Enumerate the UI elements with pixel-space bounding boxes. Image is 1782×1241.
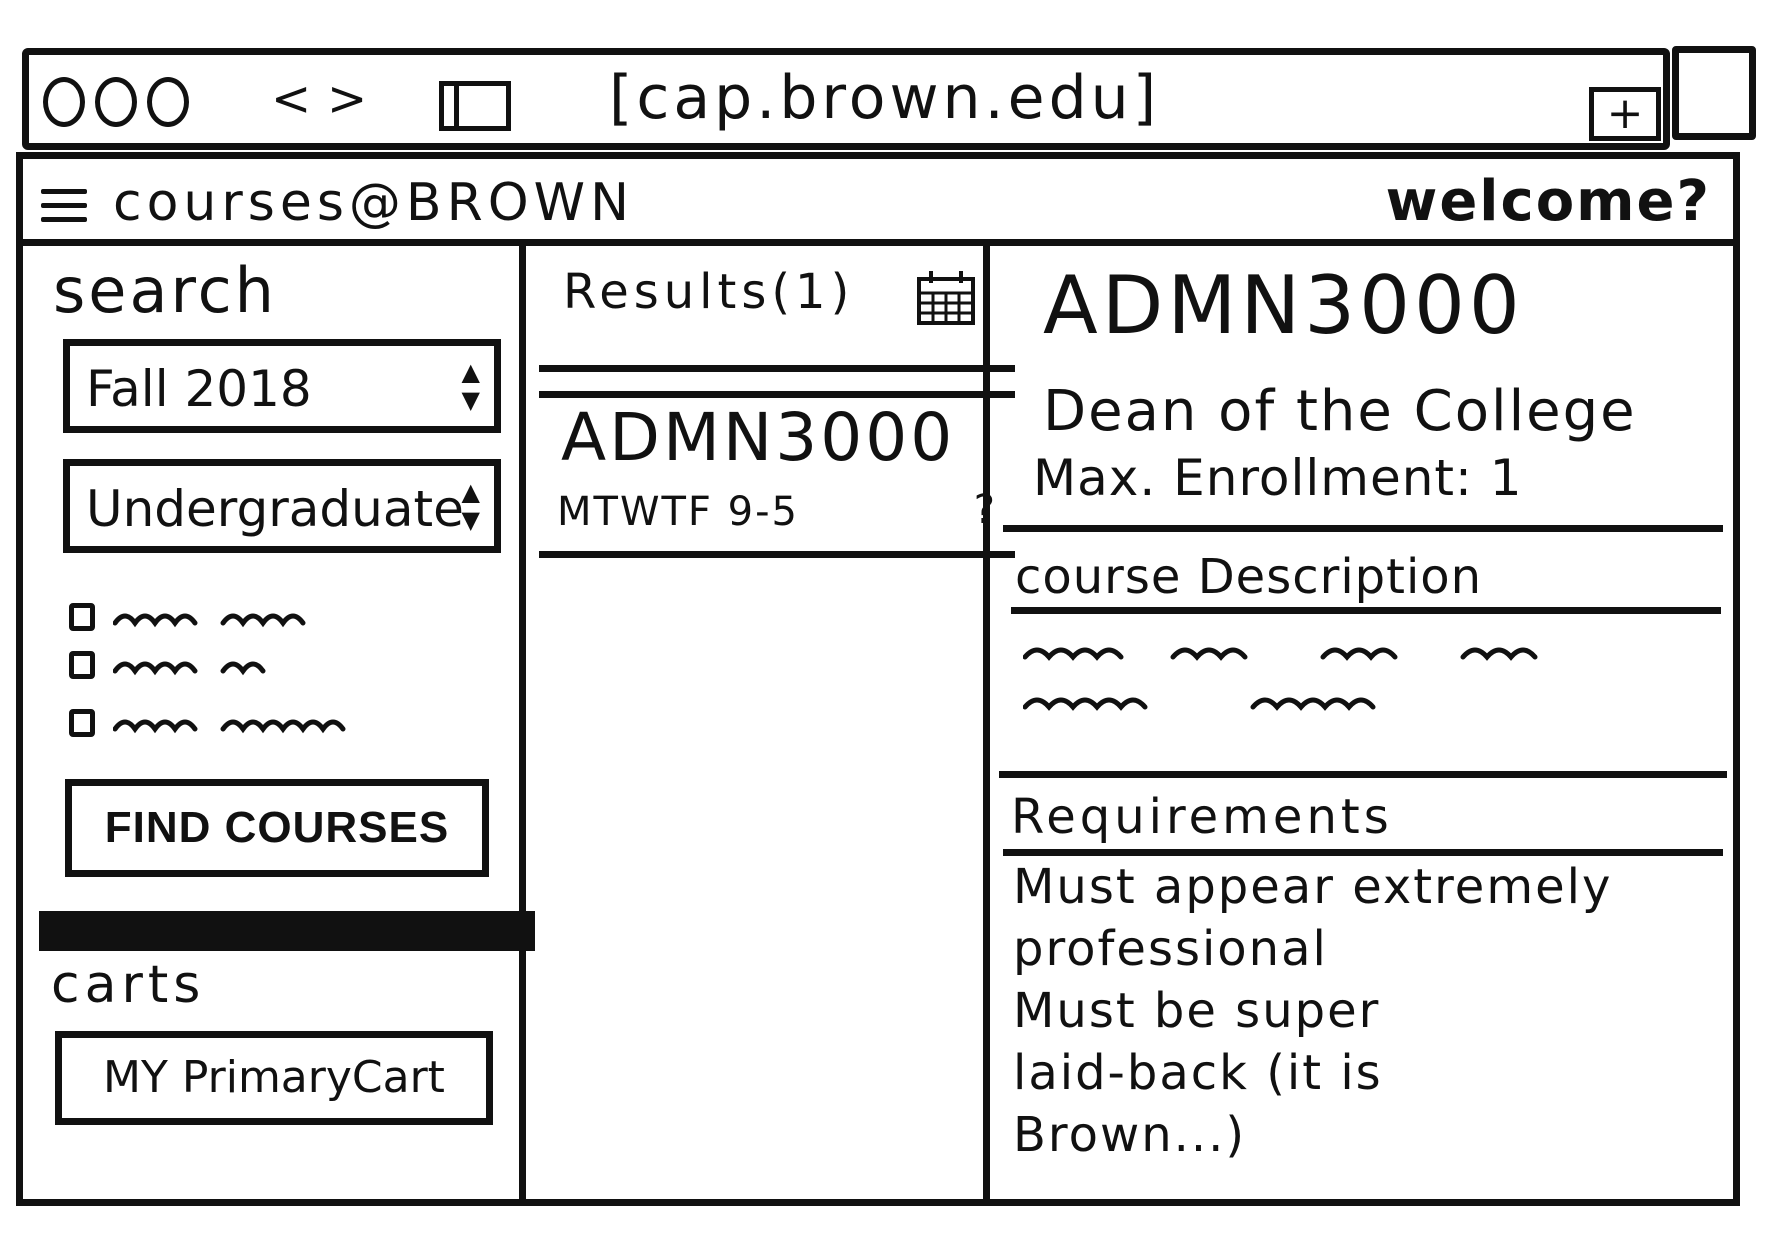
detail-max-enrollment: Max. Enrollment: 1 bbox=[1033, 449, 1523, 507]
results-heading: Results(1) bbox=[563, 264, 855, 320]
term-select-value: Fall 2018 bbox=[86, 360, 312, 418]
url-text: cap.brown.edu bbox=[636, 63, 1133, 133]
search-heading: search bbox=[53, 254, 277, 327]
placeholder-text-squiggle bbox=[113, 613, 306, 628]
window-maximize-control[interactable] bbox=[147, 77, 189, 127]
calendar-icon[interactable] bbox=[915, 269, 977, 327]
sidebar-toggle-icon[interactable] bbox=[439, 81, 511, 131]
divider bbox=[1003, 525, 1723, 532]
detail-department: Dean of the College bbox=[1043, 379, 1637, 444]
level-select-value: Undergraduate bbox=[86, 480, 464, 538]
browser-extra-tab[interactable] bbox=[1672, 46, 1756, 140]
app-title: courses@BROWN bbox=[113, 173, 634, 233]
new-tab-button[interactable]: + bbox=[1589, 87, 1661, 141]
result-meeting-time: MTWTF 9-5 bbox=[557, 489, 799, 535]
detail-course-code: ADMN3000 bbox=[1043, 259, 1524, 352]
browser-toolbar: < > [cap.brown.edu] + bbox=[22, 48, 1670, 150]
welcome-link[interactable]: welcome? bbox=[1385, 169, 1711, 234]
url-close-bracket: ] bbox=[1132, 63, 1161, 133]
requirement-line: Must appear extremely bbox=[1013, 859, 1613, 915]
select-arrows-icon: ▲▼ bbox=[461, 478, 480, 534]
term-select[interactable]: Fall 2018 ▲▼ bbox=[63, 339, 501, 433]
app-header: courses@BROWN welcome? bbox=[23, 159, 1733, 246]
carts-heading: carts bbox=[51, 955, 206, 1015]
divider bbox=[539, 551, 1015, 558]
url-open-bracket: [ bbox=[609, 63, 637, 133]
window-minimize-control[interactable] bbox=[95, 77, 137, 127]
select-arrows-icon: ▲▼ bbox=[461, 358, 480, 414]
requirement-line: Must be super bbox=[1013, 983, 1381, 1039]
divider bbox=[1011, 607, 1721, 614]
forward-icon[interactable]: > bbox=[327, 71, 368, 127]
requirement-line: Brown...) bbox=[1013, 1107, 1247, 1163]
find-courses-button[interactable]: FIND COURSES bbox=[65, 779, 489, 877]
app-window: courses@BROWN welcome? search Fall 2018 … bbox=[16, 152, 1740, 1206]
placeholder-text-squiggle bbox=[113, 719, 346, 734]
placeholder-text-squiggle bbox=[113, 661, 266, 676]
level-select[interactable]: Undergraduate ▲▼ bbox=[63, 459, 501, 553]
window-close-control[interactable] bbox=[43, 77, 85, 127]
divider bbox=[39, 911, 519, 918]
address-bar[interactable]: [cap.brown.edu] bbox=[609, 63, 1160, 133]
description-placeholder-squiggle bbox=[1023, 647, 1538, 711]
column-divider-right bbox=[983, 239, 990, 1199]
hamburger-menu-icon[interactable] bbox=[41, 189, 87, 231]
divider bbox=[539, 391, 1015, 398]
requirement-line: professional bbox=[1013, 921, 1328, 977]
requirements-heading: Requirements bbox=[1011, 789, 1393, 845]
filter-checkbox[interactable] bbox=[69, 709, 95, 737]
back-icon[interactable]: < bbox=[271, 71, 312, 127]
column-divider-left bbox=[519, 239, 526, 1199]
requirement-line: laid-back (it is bbox=[1013, 1045, 1383, 1101]
divider bbox=[539, 365, 1015, 372]
divider bbox=[1003, 849, 1723, 856]
description-heading: course Description bbox=[1015, 549, 1483, 605]
result-course-code: ADMN3000 bbox=[561, 399, 956, 476]
result-help-icon[interactable]: ? bbox=[973, 487, 995, 533]
primary-cart-button[interactable]: MY PrimaryCart bbox=[55, 1031, 493, 1125]
divider bbox=[999, 771, 1727, 778]
filter-checkbox[interactable] bbox=[69, 651, 95, 679]
filter-checkbox[interactable] bbox=[69, 603, 95, 631]
result-list-item[interactable]: ADMN3000 MTWTF 9-5 ? bbox=[549, 399, 1021, 547]
